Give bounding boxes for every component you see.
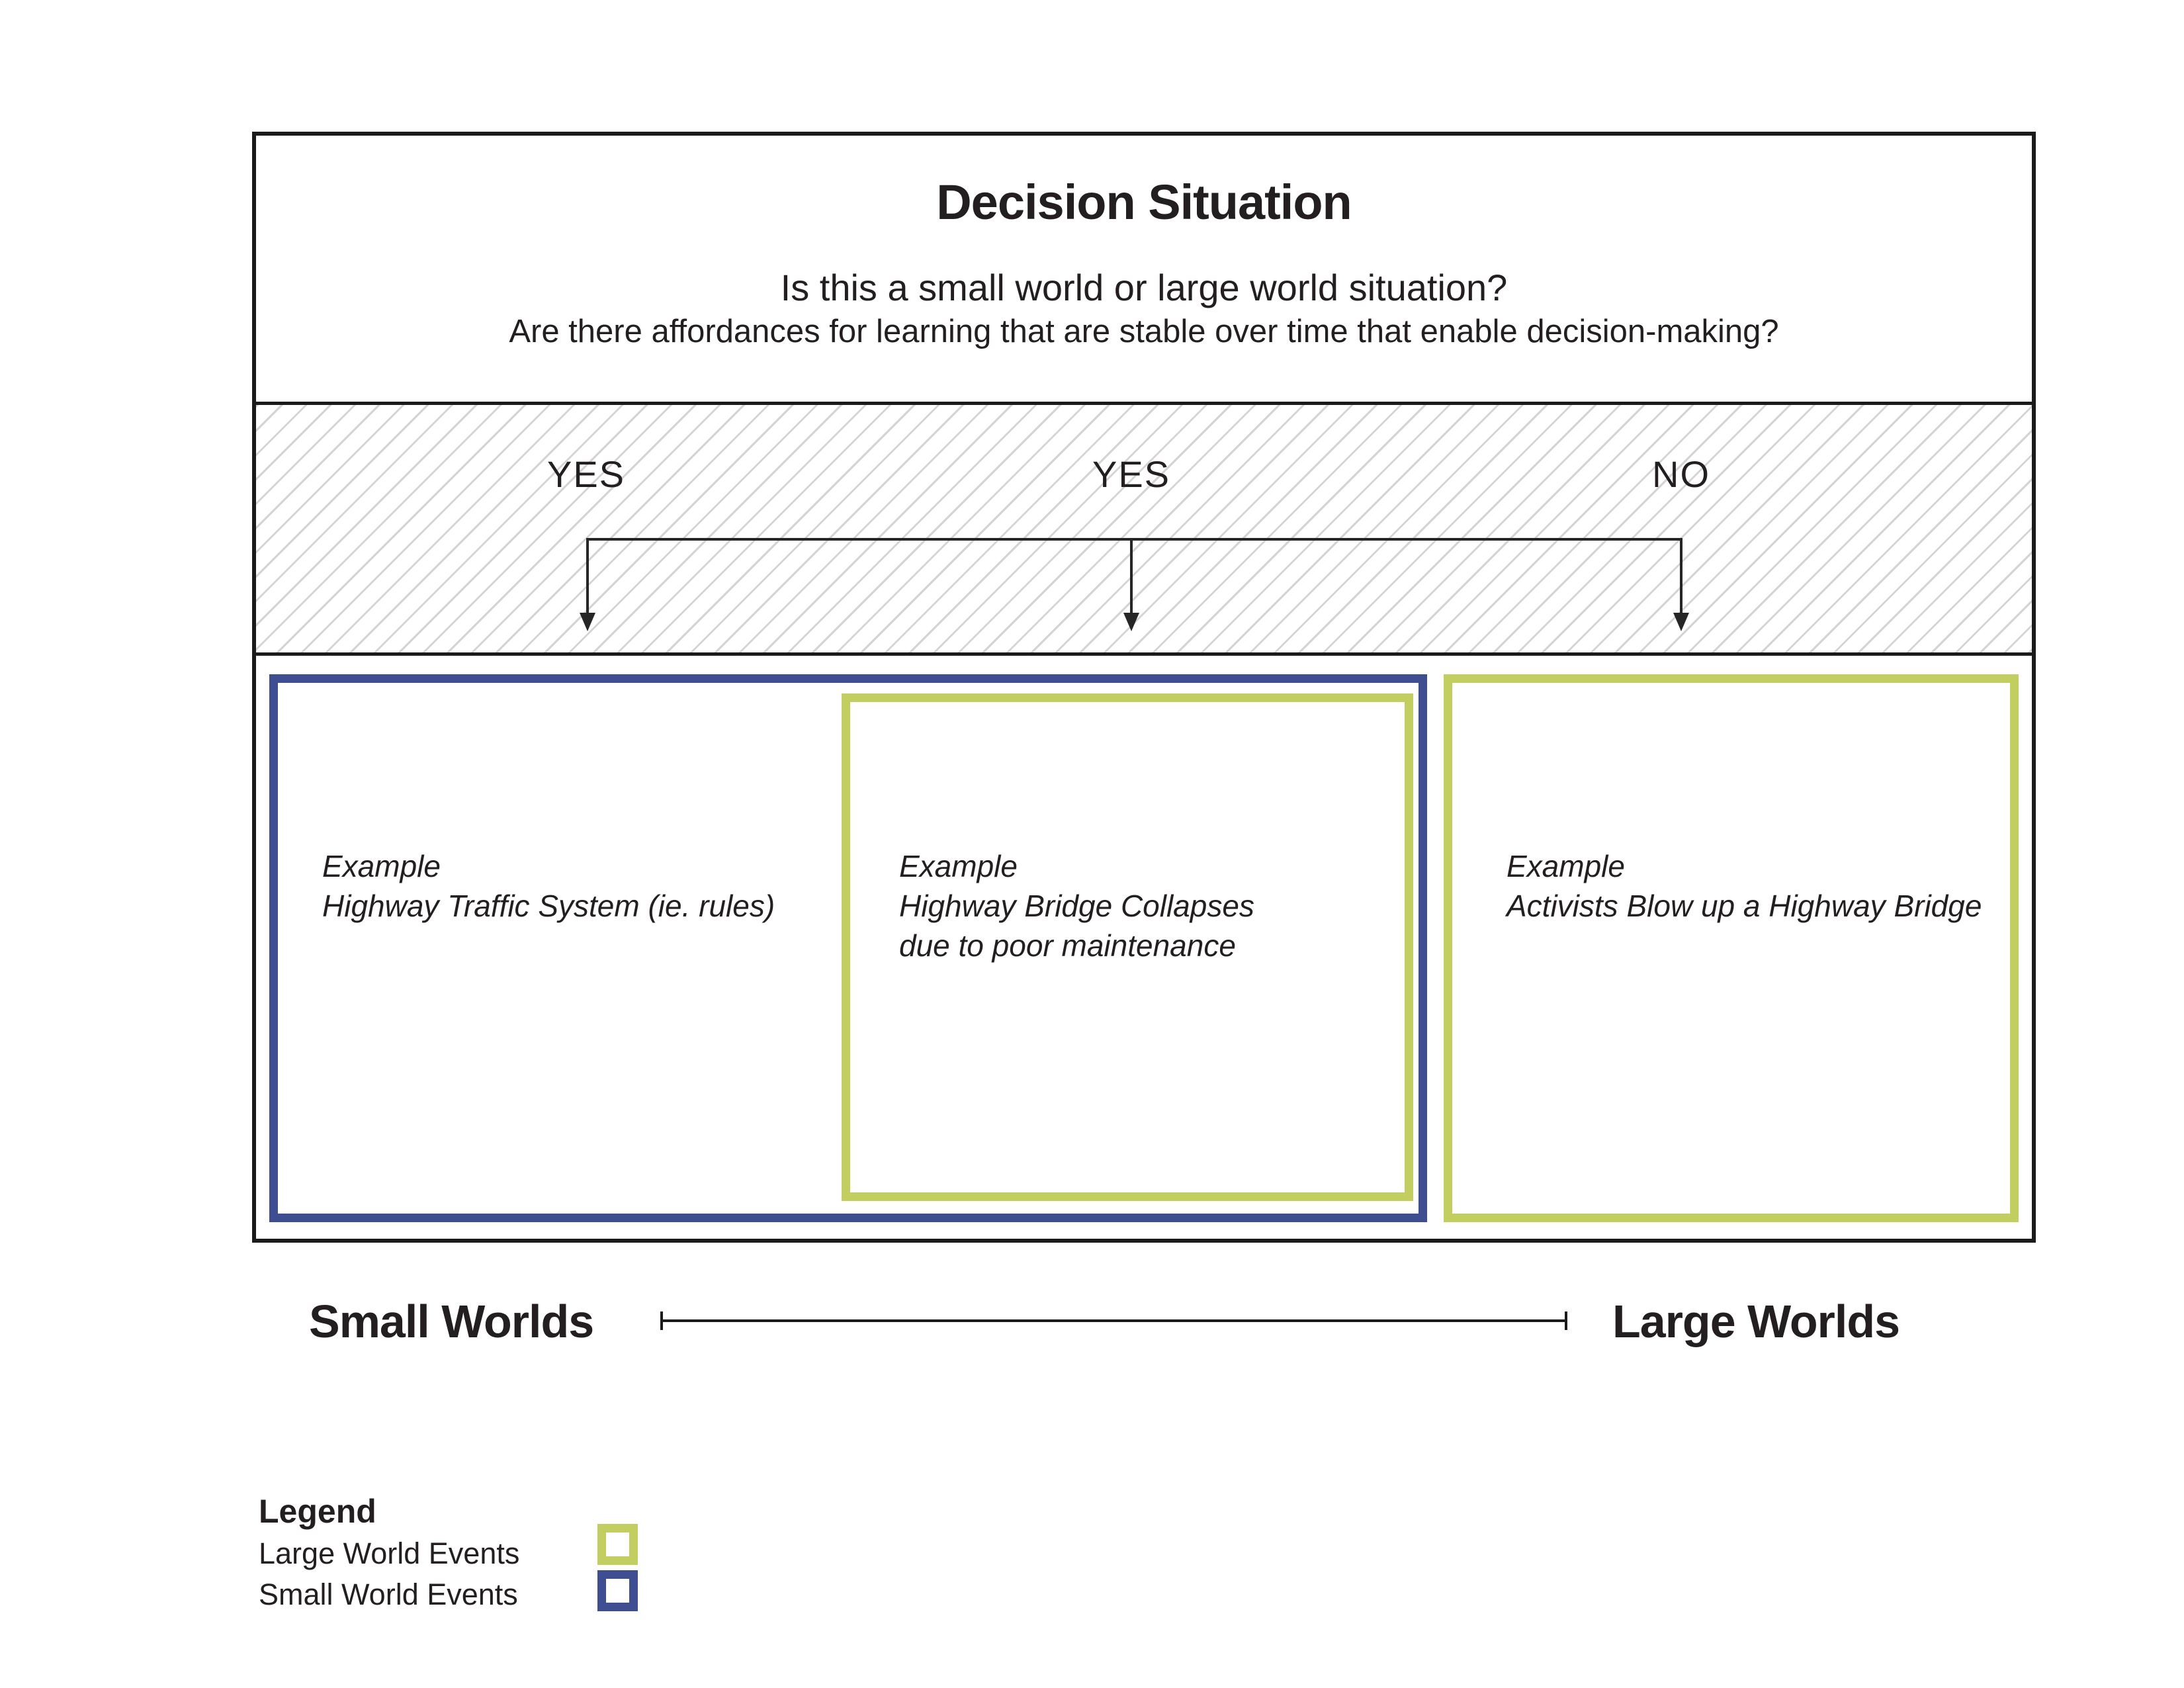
branch-band: YES YES NO xyxy=(256,402,2032,656)
axis-line xyxy=(660,1311,1567,1330)
connector-horizontal-line xyxy=(586,538,1681,541)
branch-label-yes-1: YES xyxy=(546,453,626,495)
question-primary: Is this a small world or large world sit… xyxy=(780,267,1508,308)
axis-label-large-worlds: Large Worlds xyxy=(1612,1296,1900,1347)
legend-swatch-small-world-icon xyxy=(597,1570,638,1611)
example-text-activists: Example Activists Blow up a Highway Brid… xyxy=(1507,846,1982,926)
question-secondary: Are there affordances for learning that … xyxy=(509,314,1779,349)
example-text-traffic-system: Example Highway Traffic System (ie. rule… xyxy=(322,846,775,926)
example-line: Activists Blow up a Highway Bridge xyxy=(1507,889,1982,923)
legend-swatch-large-world-icon xyxy=(597,1524,638,1565)
example-line: Highway Traffic System (ie. rules) xyxy=(322,889,775,923)
arrow-down-icon xyxy=(1123,613,1139,631)
large-world-box-nested xyxy=(842,693,1413,1201)
large-world-box xyxy=(1444,674,2019,1222)
connector-vertical-right xyxy=(1680,538,1682,616)
example-heading: Example xyxy=(322,849,441,883)
decision-frame: Decision Situation Is this a small world… xyxy=(252,132,2036,1243)
example-text-bridge-collapse: Example Highway Bridge Collapses due to … xyxy=(899,846,1254,965)
page-title: Decision Situation xyxy=(936,175,1352,230)
arrow-down-icon xyxy=(580,613,595,631)
header-section: Decision Situation Is this a small world… xyxy=(256,136,2032,402)
branch-label-yes-2: YES xyxy=(1092,453,1171,495)
example-heading: Example xyxy=(1507,849,1625,883)
legend-title: Legend xyxy=(259,1493,376,1530)
connector-vertical-middle xyxy=(1130,538,1133,616)
small-world-box xyxy=(269,674,1427,1222)
examples-section: Example Highway Traffic System (ie. rule… xyxy=(256,656,2032,1239)
example-line: Highway Bridge Collapses xyxy=(899,889,1254,923)
axis-label-small-worlds: Small Worlds xyxy=(309,1296,594,1347)
example-heading: Example xyxy=(899,849,1018,883)
arrow-down-icon xyxy=(1673,613,1689,631)
example-line: due to poor maintenance xyxy=(899,928,1236,963)
legend-label-large-world-events: Large World Events xyxy=(259,1536,520,1570)
legend-label-small-world-events: Small World Events xyxy=(259,1577,518,1611)
connector-vertical-left xyxy=(586,538,589,616)
branch-label-no: NO xyxy=(1652,453,1710,495)
